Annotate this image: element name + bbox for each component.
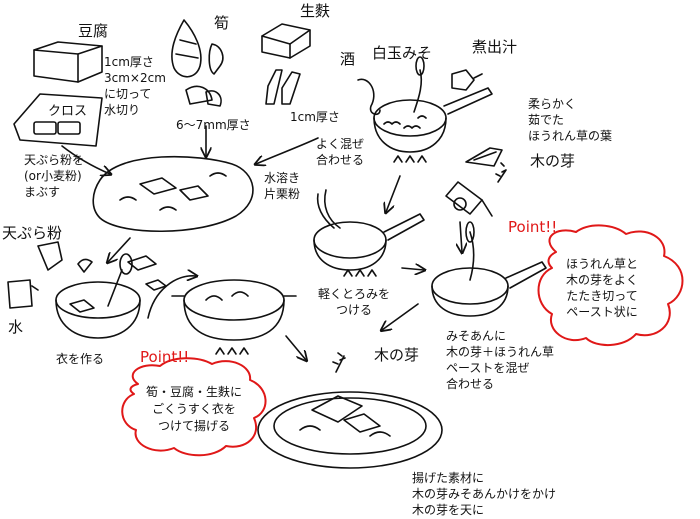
final-dish-icon	[257, 391, 443, 469]
label-water: 水	[8, 318, 24, 336]
label-make-batter: 衣を作る	[56, 352, 105, 366]
note-dusting: 天ぷら粉を (or小麦粉) まぶす	[24, 153, 85, 199]
point-text-fry: 筍・豆腐・生麩に ごくうすく衣を つけて揚げる	[146, 385, 243, 433]
kinome-miso-pan-icon	[431, 221, 547, 317]
flow-arrows	[61, 125, 462, 360]
label-cloth: クロス	[48, 104, 88, 119]
note-thicken: 軽くとろみを つける	[318, 287, 391, 317]
thickening-pan-icon	[313, 189, 425, 271]
cutting-icon	[445, 181, 493, 217]
label-shiratama-miso: 白玉みそ	[372, 44, 433, 62]
cut-ingredients-icon	[127, 255, 167, 291]
point-text-spinach: ほうれん草と 木の芽をよく たたき切って ペースト状に	[566, 257, 639, 319]
dashi-pitcher-icon	[451, 69, 483, 91]
label-kinome-garnish: 木の芽	[374, 346, 420, 364]
floured-ingredients-plate	[92, 155, 254, 233]
spinach-leaf-icon	[465, 147, 503, 167]
miso-pan-icon	[373, 56, 493, 153]
frying-pot-icon	[171, 279, 297, 341]
flour-bag-icon	[37, 241, 93, 273]
note-starch: 水溶き 片栗粉	[264, 171, 301, 201]
cloth-icon	[13, 93, 103, 147]
sake-pour-icon	[357, 78, 381, 116]
label-wheat-gluten: 生麩	[300, 2, 331, 20]
label-sake: 酒	[340, 50, 356, 68]
note-mix: よく混ぜ 合わせる	[316, 137, 365, 167]
kinome-sprig-icon	[495, 162, 507, 183]
label-dashi: 煮出汁	[472, 38, 518, 56]
tofu-icon	[33, 41, 103, 83]
heat-marks	[215, 155, 427, 355]
point-bubble-spinach	[537, 224, 684, 346]
point-title-fry: Point!!	[140, 348, 190, 366]
note-gluten-cut: 1cm厚さ	[290, 110, 340, 124]
note-tofu-cut: 1cm厚さ 3cm×2cm に切って 水切り	[104, 55, 166, 117]
point-bubble-fry	[121, 357, 267, 457]
water-pitcher-icon	[7, 279, 39, 309]
note-bamboo-cut: 6〜7mm厚さ	[176, 118, 251, 132]
note-miso-an: みそあんに 木の芽＋ほうれん草 ペーストを混ぜ 合わせる	[446, 329, 555, 391]
point-title-spinach: Point!!	[508, 218, 558, 236]
label-tofu: 豆腐	[78, 22, 109, 40]
batter-bowl-icon	[55, 253, 141, 339]
label-bamboo-shoot: 筍	[214, 14, 230, 32]
wheat-gluten-icon	[261, 23, 311, 105]
label-tempura-flour: 天ぷら粉	[2, 224, 63, 242]
bamboo-shoot-icon	[171, 19, 224, 107]
label-kinome: 木の芽	[530, 152, 576, 170]
kinome-garnish-icon	[332, 352, 346, 373]
note-spinach: 柔らかく 茹でた ほうれん草の葉	[528, 97, 613, 143]
note-final: 揚げた素材に 木の芽みそあんかけをかけ 木の芽を天に	[412, 471, 557, 517]
